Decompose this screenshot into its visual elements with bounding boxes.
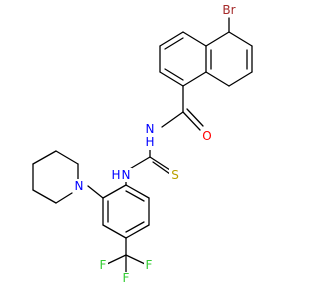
svg-text:F: F [100,258,107,272]
svg-text:N: N [122,168,131,182]
svg-text:F: F [146,258,153,272]
atom-label-fluorine-right: F [144,258,154,272]
cf3-group-bonds [106,237,146,273]
piperidine-ring [32,150,104,204]
svg-text:N: N [146,122,155,136]
atom-label-sulfur: S [169,168,181,182]
linker-bonds [127,85,204,175]
atom-label-fluorine-bottom: F [121,271,131,285]
atom-label-aryl-nh: H N [110,168,132,182]
naphthalene-ring-lower [159,31,207,87]
atom-label-oxygen: O [201,129,213,143]
svg-text:N: N [75,179,84,193]
atom-label-fluorine-left: F [98,258,108,272]
svg-text:Br: Br [222,3,235,17]
svg-text:H: H [145,135,154,149]
svg-text:S: S [171,168,179,182]
naphthalene-ring-upper [205,17,253,87]
svg-text:H: H [111,168,120,182]
atom-label-piperidine-n: N [73,179,85,193]
structure-canvas: Br O N H S H N N F F F [32,3,253,285]
benzene-ring [102,177,150,239]
molecule-drawing: Br O N H S H N N F F F [32,3,253,285]
svg-text:F: F [123,271,130,285]
atom-label-amide-nh: N H [143,122,159,150]
atom-label-bromine: Br [219,3,239,17]
svg-text:O: O [202,129,211,143]
